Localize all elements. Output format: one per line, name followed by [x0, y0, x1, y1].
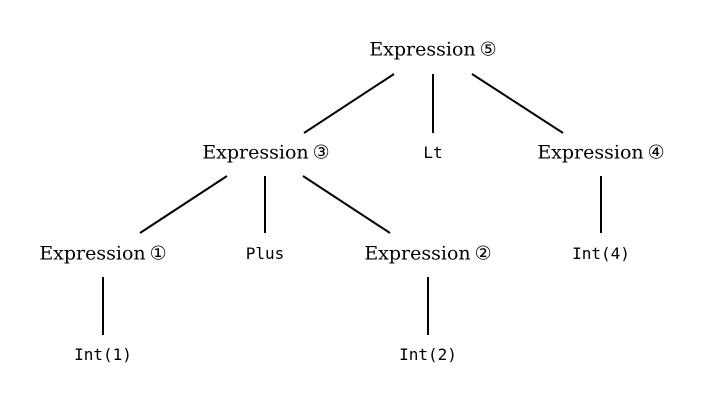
circled-number-1: ①	[149, 242, 167, 265]
node-lt: Lt	[423, 145, 442, 161]
circled-number-2: ②	[474, 242, 492, 265]
node-label: Expression	[39, 242, 146, 265]
edge-expr3-expr2	[302, 175, 391, 234]
node-label: Int(2)	[399, 345, 457, 364]
node-label: Expression	[369, 38, 476, 61]
circled-number-4: ④	[647, 141, 665, 164]
node-plus: Plus	[246, 246, 285, 262]
node-int-2: Int(2)	[399, 347, 457, 363]
edge-expr3-expr1	[139, 175, 228, 234]
node-label: Plus	[245, 244, 285, 263]
node-label: Expression	[202, 141, 309, 164]
node-label: Lt	[423, 143, 443, 162]
edge-expr5-expr3	[303, 73, 395, 134]
node-label: Expression	[537, 141, 644, 164]
node-int-4: Int(4)	[572, 246, 630, 262]
node-label: Int(4)	[572, 244, 630, 263]
circled-number-3: ③	[312, 141, 330, 164]
node-label: Expression	[364, 242, 471, 265]
node-label: Int(1)	[74, 345, 132, 364]
edge-expr5-expr4	[471, 73, 564, 134]
circled-number-5: ⑤	[479, 38, 497, 61]
node-int-1: Int(1)	[74, 347, 132, 363]
